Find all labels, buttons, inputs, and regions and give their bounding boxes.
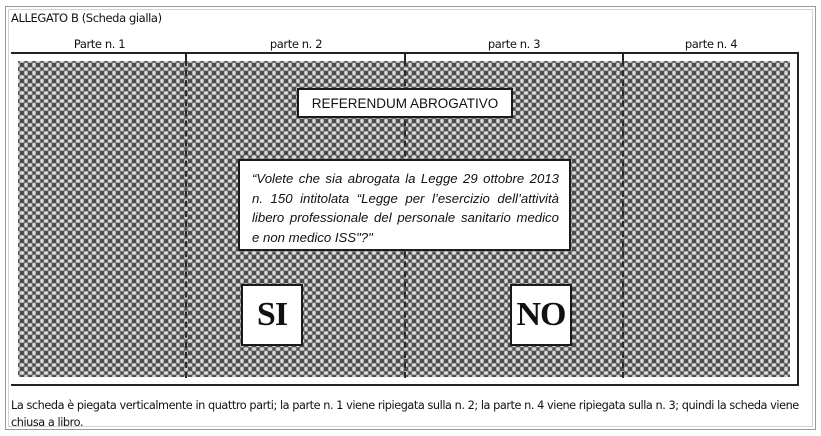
part-label-1: Parte n. 1 xyxy=(73,37,126,51)
ballot-sheet: REFERENDUM ABROGATIVO “Volete che sia ab… xyxy=(11,52,799,386)
referendum-header-text: REFERENDUM ABROGATIVO xyxy=(311,95,499,111)
vote-yes-label: SI xyxy=(256,296,288,333)
fold-tick-3 xyxy=(622,52,624,60)
document-title: ALLEGATO B (Scheda gialla) xyxy=(11,11,162,25)
document-frame-inner xyxy=(8,9,813,427)
vote-no-label: NO xyxy=(516,296,567,333)
part-label-2: parte n. 2 xyxy=(269,37,323,51)
vote-yes-box[interactable]: SI xyxy=(241,284,303,346)
part-label-4: parte n. 4 xyxy=(684,37,738,51)
referendum-header-box: REFERENDUM ABROGATIVO xyxy=(297,88,513,118)
fold-line-3 xyxy=(622,60,624,378)
part-label-3: parte n. 3 xyxy=(487,37,541,51)
folding-instructions: La scheda è piegata verticalmente in qua… xyxy=(11,399,799,429)
fold-tick-1 xyxy=(185,52,187,60)
vote-no-box[interactable]: NO xyxy=(510,284,572,346)
referendum-question-box: “Volete che sia abrogata la Legge 29 ott… xyxy=(238,159,571,251)
fold-line-1 xyxy=(185,60,187,378)
fold-tick-2 xyxy=(404,52,406,60)
referendum-question-text: “Volete che sia abrogata la Legge 29 ott… xyxy=(252,171,559,245)
